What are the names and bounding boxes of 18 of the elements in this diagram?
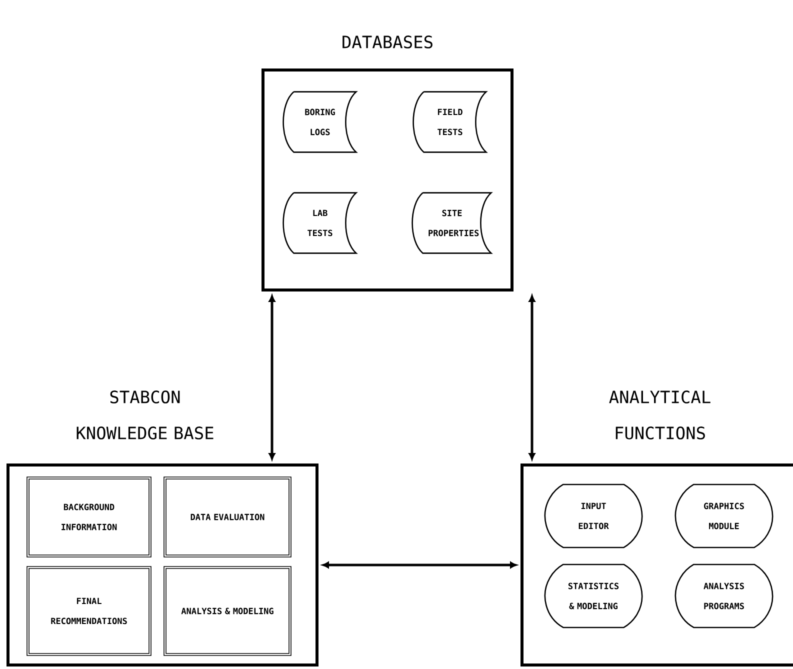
heading: ANALYTICAL FUNCTIONS xyxy=(609,390,710,440)
stored-data-shape: FIELD TESTS xyxy=(412,91,487,153)
rounded-box: GRAPHICS MODULE xyxy=(674,484,774,548)
heading: DATABASES xyxy=(342,36,432,48)
heading: STABCON KNOWLEDGE BASE xyxy=(76,390,214,440)
module-box: DATA EVALUATION xyxy=(164,476,292,558)
stored-data-shape: SITE PROPERTIES xyxy=(412,192,492,254)
rounded-box: ANALYSIS PROGRAMS xyxy=(674,564,774,628)
rounded-box: INPUT EDITOR xyxy=(544,484,643,548)
module-box: BACKGROUND INFORMATION xyxy=(26,476,152,558)
rounded-box: STATISTICS & MODELING xyxy=(544,564,643,628)
arrow xyxy=(528,295,536,460)
module-box: FINAL RECOMMENDATIONS xyxy=(26,566,152,656)
arrow xyxy=(322,562,517,568)
module-box: ANALYSIS & MODELING xyxy=(164,566,292,656)
stored-data-shape: LAB TESTS xyxy=(282,192,357,254)
stored-data-shape: BORING LOGS xyxy=(282,91,357,153)
arrow xyxy=(268,295,276,460)
